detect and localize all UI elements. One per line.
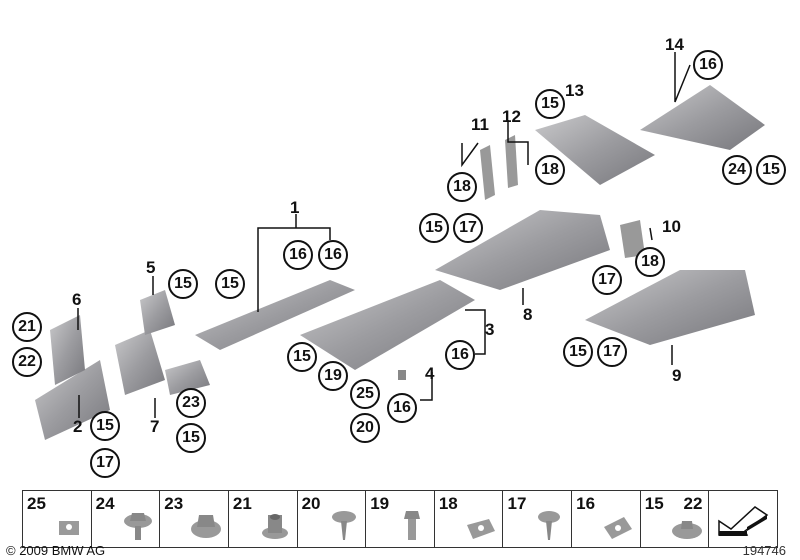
callout-17[interactable]: 17 (453, 213, 483, 243)
callout-24[interactable]: 24 (722, 155, 752, 185)
callout-20[interactable]: 20 (350, 413, 380, 443)
part-number-8: 8 (523, 305, 533, 324)
callout-17[interactable]: 17 (90, 448, 120, 478)
callout-16[interactable]: 16 (445, 340, 475, 370)
callout-17[interactable]: 17 (597, 337, 627, 367)
callout-19[interactable]: 19 (318, 361, 348, 391)
hardware-cell-17[interactable]: 17 (503, 491, 573, 547)
hardware-cell-25[interactable]: 25 (23, 491, 92, 547)
hardware-cell-19[interactable]: 19 (366, 491, 435, 547)
callout-15[interactable]: 15 (90, 411, 120, 441)
part-number-4: 4 (425, 364, 435, 383)
spring-clip-nut-icon (604, 517, 633, 539)
clip-nut-icon (59, 521, 79, 535)
part-number-1: 1 (290, 198, 300, 217)
callout-15[interactable]: 15 (535, 89, 565, 119)
hardware-cell-24[interactable]: 24 (92, 491, 161, 547)
callout-18[interactable]: 18 (447, 172, 477, 202)
hardware-cell-23[interactable]: 23 (160, 491, 229, 547)
part-number-5: 5 (146, 258, 156, 277)
hardware-cell-18[interactable]: 18 (435, 491, 504, 547)
part-number-6: 6 (72, 290, 82, 309)
part-number-3: 3 (485, 320, 495, 339)
hex-nut-washer-icon (671, 521, 702, 539)
hex-bolt-icon (404, 511, 421, 540)
callout-15[interactable]: 15 (756, 155, 786, 185)
callout-18[interactable]: 18 (535, 155, 565, 185)
callout-16[interactable]: 16 (693, 50, 723, 80)
callout-15[interactable]: 15 (176, 423, 206, 453)
hardware-cell-21[interactable]: 21 (229, 491, 298, 547)
collar-nut-icon (261, 514, 288, 539)
callout-15[interactable]: 15 (168, 269, 198, 299)
callout-16[interactable]: 16 (283, 240, 313, 270)
spring-clip-nut-icon (466, 519, 495, 539)
hardware-cell-15-22[interactable]: 15 22 (641, 491, 710, 547)
callout-15[interactable]: 15 (419, 213, 449, 243)
callout-15[interactable]: 15 (287, 342, 317, 372)
callout-25[interactable]: 25 (350, 379, 380, 409)
callout-16[interactable]: 16 (318, 240, 348, 270)
callout-15[interactable]: 15 (215, 269, 245, 299)
reference-number: 194746 (742, 543, 786, 558)
callout-23[interactable]: 23 (176, 388, 206, 418)
part-number-7: 7 (150, 417, 160, 436)
heat-shield-illustration (35, 52, 765, 440)
hardware-strip: 25 24 23 21 20 19 18 17 16 15 22 (22, 490, 778, 548)
hardware-cell-arrow[interactable] (709, 491, 777, 547)
hardware-cell-16[interactable]: 16 (572, 491, 641, 547)
hex-bolt-washer-icon (123, 513, 152, 540)
hardware-cell-20[interactable]: 20 (298, 491, 367, 547)
parts-diagram: 1 2 3 4 5 6 7 8 9 10 11 12 13 14 16 16 1… (12, 35, 786, 478)
callout-22[interactable]: 22 (12, 347, 42, 377)
copyright-text: © 2009 BMW AG (6, 543, 106, 558)
callout-15[interactable]: 15 (563, 337, 593, 367)
part-number-9: 9 (672, 366, 682, 385)
part-number-13: 13 (565, 81, 584, 100)
part-number-2: 2 (73, 417, 83, 436)
self-tapping-screw-icon (331, 511, 356, 540)
callout-18[interactable]: 18 (635, 247, 665, 277)
part-number-10: 10 (662, 217, 681, 236)
callout-21[interactable]: 21 (12, 312, 42, 342)
self-tapping-screw-icon (538, 511, 561, 540)
part-number-14: 14 (665, 35, 684, 54)
part-number-12: 12 (502, 107, 521, 126)
callout-17[interactable]: 17 (592, 265, 622, 295)
flange-nut-icon (191, 515, 222, 538)
part-number-11: 11 (471, 115, 489, 134)
arrow-icon (718, 506, 769, 536)
callout-16[interactable]: 16 (387, 393, 417, 423)
